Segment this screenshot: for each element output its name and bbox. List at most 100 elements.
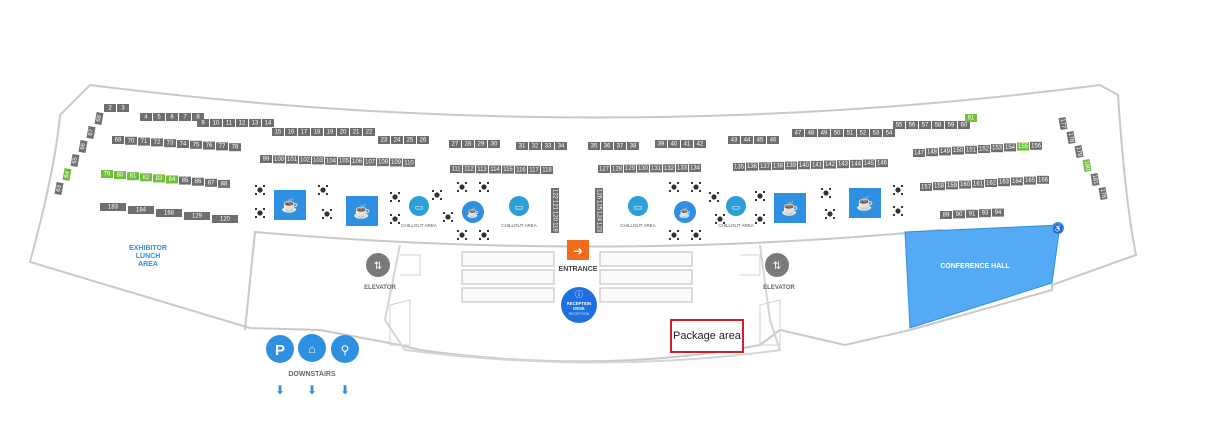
booth-159[interactable]: 159 bbox=[946, 181, 958, 190]
booth-90[interactable]: 90 bbox=[953, 210, 965, 219]
booth-123[interactable]: 123 bbox=[595, 221, 603, 233]
booth-54[interactable]: 54 bbox=[883, 129, 895, 137]
booth-70[interactable]: 70 bbox=[125, 136, 137, 145]
booth-179[interactable]: 179 bbox=[1074, 144, 1084, 159]
booth-64[interactable]: 64 bbox=[62, 167, 72, 182]
booth-66[interactable]: 66 bbox=[78, 139, 88, 154]
booth-29[interactable]: 29 bbox=[475, 140, 487, 148]
booth-134[interactable]: 134 bbox=[689, 163, 701, 172]
booth-85[interactable]: 85 bbox=[179, 176, 191, 185]
booth-168[interactable]: 168 bbox=[156, 209, 182, 217]
booth-156[interactable]: 156 bbox=[1030, 141, 1042, 150]
booth-119[interactable]: 119 bbox=[551, 221, 559, 233]
booth-184[interactable]: 184 bbox=[128, 206, 154, 214]
booth-38[interactable]: 38 bbox=[627, 142, 639, 150]
booth-82[interactable]: 82 bbox=[140, 173, 152, 182]
booth-52[interactable]: 52 bbox=[857, 129, 869, 137]
booth-109[interactable]: 109 bbox=[390, 158, 402, 167]
booth-32[interactable]: 32 bbox=[529, 142, 541, 150]
booth-102[interactable]: 102 bbox=[299, 156, 311, 165]
booth-115[interactable]: 115 bbox=[502, 165, 514, 174]
booth-176[interactable]: 176 bbox=[1098, 186, 1108, 201]
booth-21[interactable]: 21 bbox=[350, 128, 362, 136]
booth-94[interactable]: 94 bbox=[992, 208, 1004, 217]
booth-25[interactable]: 25 bbox=[404, 136, 416, 144]
booth-100[interactable]: 100 bbox=[273, 155, 285, 164]
booth-35[interactable]: 35 bbox=[588, 142, 600, 150]
booth-3[interactable]: 3 bbox=[117, 104, 129, 112]
booth-68[interactable]: 68 bbox=[94, 111, 104, 126]
booth-101[interactable]: 101 bbox=[286, 155, 298, 164]
booth-20[interactable]: 20 bbox=[337, 128, 349, 136]
booth-57[interactable]: 57 bbox=[919, 121, 931, 129]
booth-181[interactable]: 181 bbox=[1090, 172, 1100, 187]
booth-8[interactable]: 8 bbox=[192, 113, 204, 121]
booth-125[interactable]: 125 bbox=[595, 199, 603, 211]
booth-12[interactable]: 12 bbox=[236, 119, 248, 127]
booth-41[interactable]: 41 bbox=[681, 140, 693, 148]
booth-79[interactable]: 79 bbox=[101, 170, 113, 178]
elevator-right[interactable]: ⇅ ELEVATOR bbox=[763, 253, 796, 291]
booth-46[interactable]: 46 bbox=[767, 136, 779, 144]
booth-5[interactable]: 5 bbox=[153, 113, 165, 121]
booth-31[interactable]: 31 bbox=[516, 142, 528, 150]
booth-11[interactable]: 11 bbox=[223, 119, 235, 127]
booth-122[interactable]: 122 bbox=[551, 188, 559, 200]
booth-147[interactable]: 147 bbox=[913, 149, 925, 157]
booth-132[interactable]: 132 bbox=[663, 164, 675, 173]
entrance[interactable]: ➜ ENTRANCE bbox=[559, 240, 598, 273]
booth-69[interactable]: 69 bbox=[112, 136, 124, 144]
booth-65[interactable]: 65 bbox=[70, 153, 80, 168]
booth-28[interactable]: 28 bbox=[462, 140, 474, 148]
booth-78[interactable]: 78 bbox=[229, 143, 241, 152]
booth-4[interactable]: 4 bbox=[140, 113, 152, 121]
booth-140[interactable]: 140 bbox=[798, 161, 810, 170]
booth-105[interactable]: 105 bbox=[338, 157, 350, 166]
booth-129[interactable]: 129 bbox=[624, 164, 636, 173]
elevator-left[interactable]: ⇅ ELEVATOR bbox=[364, 253, 397, 291]
booth-177[interactable]: 177 bbox=[1058, 116, 1068, 131]
booth-108[interactable]: 108 bbox=[377, 158, 389, 167]
booth-72[interactable]: 72 bbox=[151, 138, 163, 147]
conference-hall[interactable]: CONFERENCE HALL bbox=[904, 224, 1061, 329]
booth-48[interactable]: 48 bbox=[805, 129, 817, 137]
booth-71[interactable]: 71 bbox=[138, 137, 150, 146]
booth-74[interactable]: 74 bbox=[177, 140, 189, 148]
booth-83[interactable]: 83 bbox=[153, 174, 165, 183]
booth-138[interactable]: 138 bbox=[772, 161, 784, 170]
booth-136[interactable]: 136 bbox=[746, 162, 758, 171]
booth-149[interactable]: 149 bbox=[939, 147, 951, 156]
booth-86[interactable]: 86 bbox=[192, 177, 204, 186]
booth-183[interactable]: 183 bbox=[100, 203, 126, 211]
booth-77[interactable]: 77 bbox=[216, 142, 228, 151]
booth-104[interactable]: 104 bbox=[325, 156, 337, 165]
booth-37[interactable]: 37 bbox=[614, 142, 626, 150]
booth-30[interactable]: 30 bbox=[488, 140, 500, 148]
booth-151[interactable]: 151 bbox=[965, 145, 977, 154]
booth-40[interactable]: 40 bbox=[668, 140, 680, 148]
booth-126[interactable]: 126 bbox=[595, 188, 603, 200]
booth-164[interactable]: 164 bbox=[1011, 177, 1023, 186]
booth-121[interactable]: 121 bbox=[551, 199, 559, 211]
booth-16[interactable]: 16 bbox=[285, 128, 297, 136]
booth-120[interactable]: 120 bbox=[551, 210, 559, 222]
booth-22[interactable]: 22 bbox=[363, 128, 375, 136]
booth-154[interactable]: 154 bbox=[1004, 143, 1016, 152]
booth-150[interactable]: 150 bbox=[952, 146, 964, 155]
booth-43[interactable]: 43 bbox=[728, 136, 740, 144]
booth-80[interactable]: 80 bbox=[114, 171, 126, 180]
booth-53[interactable]: 53 bbox=[870, 129, 882, 137]
booth-51[interactable]: 51 bbox=[844, 129, 856, 137]
booth-27[interactable]: 27 bbox=[449, 140, 461, 148]
booth-44[interactable]: 44 bbox=[741, 136, 753, 144]
booth-26[interactable]: 26 bbox=[417, 136, 429, 144]
reception-desk[interactable]: ⓘ RECEPTION DESK RECEPTION bbox=[561, 287, 597, 323]
booth-55[interactable]: 55 bbox=[893, 121, 905, 129]
booth-103[interactable]: 103 bbox=[312, 156, 324, 165]
booth-117[interactable]: 117 bbox=[528, 165, 540, 174]
package-area-callout[interactable]: Package area bbox=[670, 319, 744, 353]
booth-50[interactable]: 50 bbox=[831, 129, 843, 137]
booth-128[interactable]: 128 bbox=[611, 164, 623, 173]
booth-106[interactable]: 106 bbox=[351, 157, 363, 166]
booth-23[interactable]: 23 bbox=[378, 136, 390, 144]
